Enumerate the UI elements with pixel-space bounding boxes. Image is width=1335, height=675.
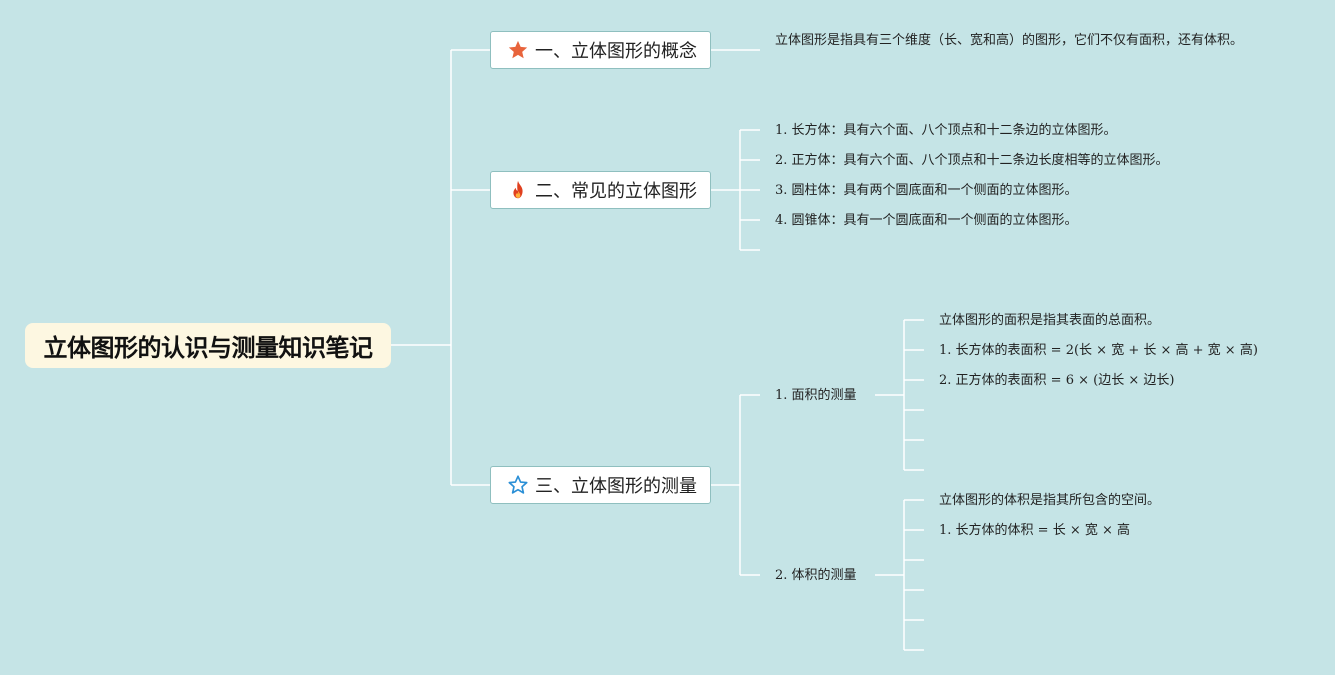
sub-area-measurement[interactable]: 1. 面积的测量 bbox=[775, 388, 857, 403]
sub-volume-measurement[interactable]: 2. 体积的测量 bbox=[775, 568, 857, 583]
area-definition[interactable]: 立体图形的面积是指其表面的总面积。 bbox=[939, 313, 1161, 328]
branch-measurement-label: 三、立体图形的测量 bbox=[535, 476, 697, 497]
volume-cuboid-formula[interactable]: 1. 长方体的体积 = 长 × 宽 × 高 bbox=[939, 523, 1131, 538]
branch-concept-label: 一、立体图形的概念 bbox=[535, 41, 697, 62]
branch-common-shapes[interactable]: 二、常见的立体图形 bbox=[490, 171, 711, 209]
root-topic-label: 立体图形的认识与测量知识笔记 bbox=[43, 334, 374, 362]
star-outline-icon bbox=[507, 474, 529, 496]
shape-cylinder[interactable]: 3. 圆柱体：具有两个圆底面和一个侧面的立体图形。 bbox=[775, 183, 1078, 198]
volume-definition[interactable]: 立体图形的体积是指其所包含的空间。 bbox=[939, 493, 1161, 508]
branch-measurement[interactable]: 三、立体图形的测量 bbox=[490, 466, 711, 504]
area-cuboid-formula[interactable]: 1. 长方体的表面积 = 2(长 × 宽 + 长 × 高 + 宽 × 高) bbox=[939, 343, 1258, 358]
shape-cube[interactable]: 2. 正方体：具有六个面、八个顶点和十二条边长度相等的立体图形。 bbox=[775, 153, 1169, 168]
root-topic[interactable]: 立体图形的认识与测量知识笔记 bbox=[25, 323, 391, 368]
shape-cuboid[interactable]: 1. 长方体：具有六个面、八个顶点和十二条边的立体图形。 bbox=[775, 123, 1117, 138]
shape-cone[interactable]: 4. 圆锥体：具有一个圆底面和一个侧面的立体图形。 bbox=[775, 213, 1078, 228]
area-cube-formula[interactable]: 2. 正方体的表面积 = 6 × (边长 × 边长) bbox=[939, 373, 1175, 388]
branch-common-shapes-label: 二、常见的立体图形 bbox=[535, 181, 697, 202]
star-filled-icon bbox=[507, 39, 529, 61]
fire-icon bbox=[507, 179, 529, 201]
branch-concept[interactable]: 一、立体图形的概念 bbox=[490, 31, 711, 69]
concept-definition[interactable]: 立体图形是指具有三个维度（长、宽和高）的图形，它们不仅有面积，还有体积。 bbox=[775, 33, 1244, 48]
